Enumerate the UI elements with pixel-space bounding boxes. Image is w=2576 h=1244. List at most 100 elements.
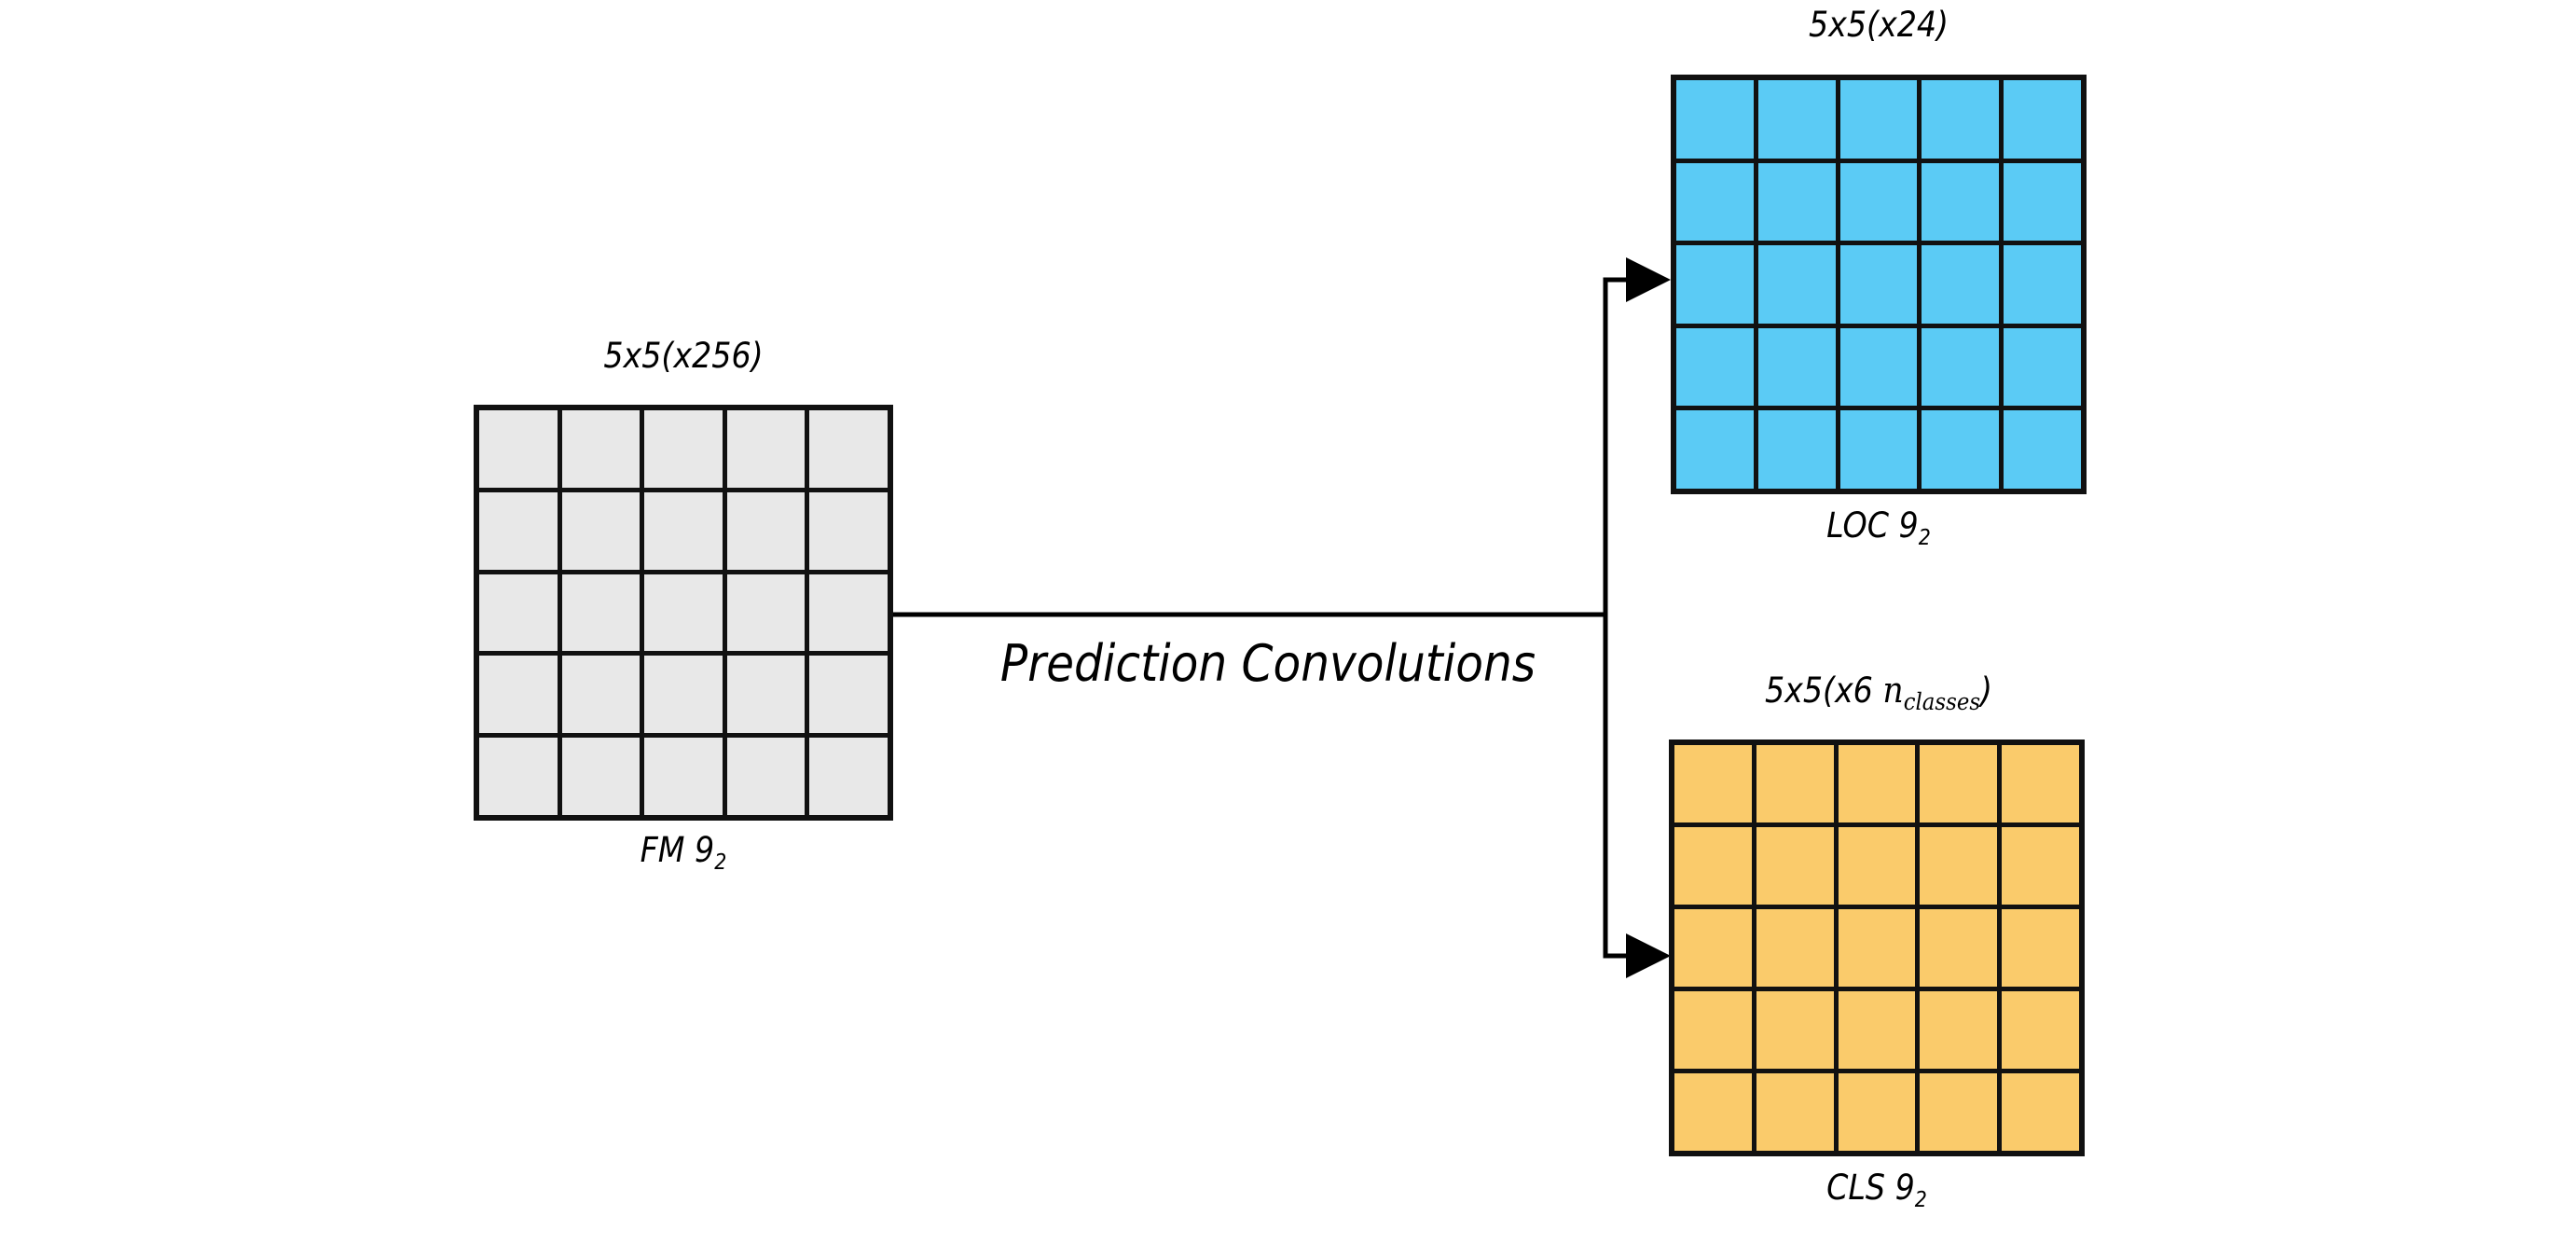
classification-top-label-variable-name: n — [1882, 670, 1904, 712]
grid-cell — [1920, 991, 1998, 1069]
grid-cell — [1757, 410, 1836, 489]
grid-cell — [1756, 909, 1834, 987]
prediction-convolutions-label: Prediction Convolutions — [999, 634, 1536, 693]
grid-cell — [809, 491, 888, 570]
grid-cell — [561, 656, 641, 734]
arrowhead-loc — [1626, 257, 1671, 302]
feature-map-grid — [474, 405, 893, 821]
grid-cell — [1839, 80, 1918, 159]
branch-line-loc — [1603, 277, 1652, 615]
localization-grid — [1671, 75, 2087, 494]
grid-cell — [1676, 327, 1754, 407]
grid-cell — [1920, 909, 1998, 987]
grid-cell — [1839, 245, 1918, 324]
grid-cell — [1922, 162, 2000, 242]
grid-cell — [2004, 162, 2081, 242]
grid-cell — [644, 656, 723, 734]
branch-line-cls — [1603, 615, 1652, 959]
grid-cell — [1839, 410, 1918, 489]
grid-cell — [809, 738, 888, 815]
grid-cell — [2002, 745, 2079, 822]
grid-cell — [1838, 991, 1916, 1069]
classification-bottom-label: CLS 92 — [1669, 1168, 2085, 1212]
grid-cell — [1674, 827, 1752, 905]
grid-cell — [1757, 80, 1836, 159]
grid-cell — [644, 738, 723, 815]
grid-cell — [1838, 827, 1916, 905]
classification-top-label: 5x5(x6 nclasses) — [1632, 670, 2126, 715]
grid-cell — [561, 574, 641, 652]
grid-cell — [1922, 80, 2000, 159]
grid-cell — [1756, 827, 1834, 905]
classification-top-label-variable-subscript: classes — [1903, 686, 1981, 715]
grid-cell — [1674, 909, 1752, 987]
classification-grid — [1669, 739, 2085, 1156]
grid-cell — [726, 491, 806, 570]
grid-cell — [1922, 245, 2000, 324]
grid-cell — [809, 656, 888, 734]
grid-cell — [479, 738, 558, 815]
grid-cell — [809, 574, 888, 652]
grid-cell — [644, 491, 723, 570]
grid-cell — [1920, 745, 1998, 822]
feature-map-top-label: 5x5(x256) — [603, 336, 764, 376]
grid-cell — [1674, 1073, 1752, 1151]
grid-cell — [2002, 827, 2079, 905]
arrowhead-cls — [1626, 933, 1671, 978]
localization-bottom-label-subscript: 2 — [1918, 525, 1931, 550]
grid-cell — [1838, 909, 1916, 987]
grid-cell — [1676, 410, 1754, 489]
grid-cell — [2004, 245, 2081, 324]
grid-cell — [644, 574, 723, 652]
grid-cell — [1920, 1073, 1998, 1151]
grid-cell — [1839, 162, 1918, 242]
grid-cell — [1757, 327, 1836, 407]
grid-cell — [726, 656, 806, 734]
grid-cell — [1922, 410, 2000, 489]
grid-cell — [1676, 245, 1754, 324]
grid-cell — [2002, 909, 2079, 987]
grid-cell — [1838, 745, 1916, 822]
localization-bottom-label: LOC 92 — [1671, 505, 2087, 550]
grid-cell — [1756, 1073, 1834, 1151]
grid-cell — [479, 574, 558, 652]
grid-cell — [1757, 162, 1836, 242]
grid-cell — [1922, 327, 2000, 407]
grid-cell — [1838, 1073, 1916, 1151]
grid-cell — [726, 738, 806, 815]
feature-map-bottom-label: FM 92 — [474, 830, 893, 875]
grid-cell — [561, 491, 641, 570]
grid-cell — [1676, 80, 1754, 159]
grid-cell — [561, 738, 641, 815]
classification-top-label-prefix: 5x5(x6 — [1764, 670, 1883, 711]
classification-top-label-suffix: ) — [1980, 670, 1993, 711]
grid-cell — [479, 491, 558, 570]
classification-top-label-variable: nclasses — [1882, 670, 1981, 715]
grid-cell — [2002, 991, 2079, 1069]
grid-cell — [1756, 745, 1834, 822]
grid-cell — [1756, 991, 1834, 1069]
feature-map-bottom-label-text: FM 9 — [640, 830, 715, 870]
classification-bottom-label-subscript: 2 — [1914, 1187, 1927, 1212]
grid-cell — [1674, 745, 1752, 822]
localization-top-label: 5x5(x24) — [1808, 5, 1949, 45]
grid-cell — [1757, 245, 1836, 324]
grid-cell — [2004, 410, 2081, 489]
grid-cell — [809, 410, 888, 488]
grid-cell — [1839, 327, 1918, 407]
grid-cell — [2004, 327, 2081, 407]
grid-cell — [1676, 162, 1754, 242]
grid-cell — [479, 656, 558, 734]
grid-cell — [479, 410, 558, 488]
grid-cell — [2004, 80, 2081, 159]
feature-map-bottom-label-subscript: 2 — [714, 850, 727, 875]
grid-cell — [1674, 991, 1752, 1069]
grid-cell — [1920, 827, 1998, 905]
grid-cell — [2002, 1073, 2079, 1151]
localization-bottom-label-text: LOC 9 — [1826, 505, 1919, 546]
grid-cell — [726, 574, 806, 652]
grid-cell — [644, 410, 723, 488]
grid-cell — [561, 410, 641, 488]
